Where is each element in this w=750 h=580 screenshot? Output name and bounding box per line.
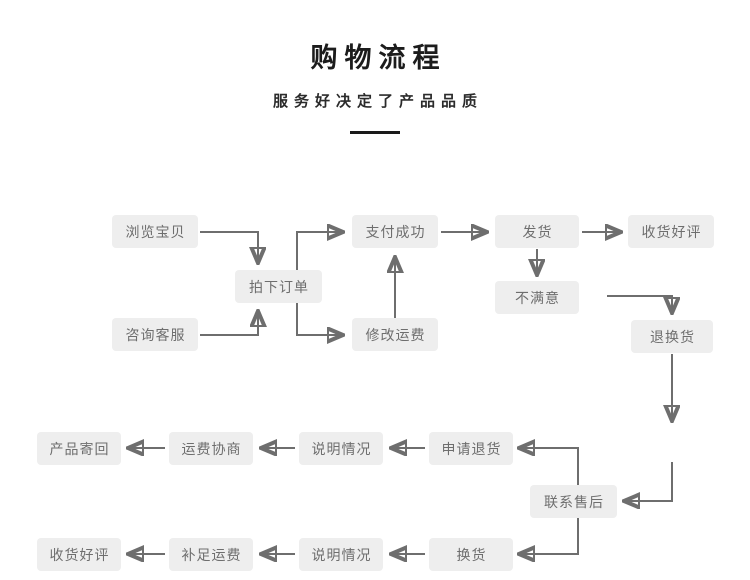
- node-return-or-exchange[interactable]: 退换货: [631, 320, 713, 353]
- node-consult[interactable]: 咨询客服: [112, 318, 198, 351]
- node-browse[interactable]: 浏览宝贝: [112, 215, 198, 248]
- edge-order-to-modifyfee: [296, 303, 342, 335]
- node-place-order[interactable]: 拍下订单: [235, 270, 322, 303]
- node-good-review-top[interactable]: 收货好评: [628, 215, 714, 248]
- node-send-product-back[interactable]: 产品寄回: [37, 432, 121, 465]
- edge-returnchange-to-aftersales: [625, 462, 673, 501]
- page-subtitle: 服务好决定了产品品质: [272, 93, 483, 110]
- edge-consult-to-order: [200, 312, 258, 336]
- node-apply-return[interactable]: 申请退货: [429, 432, 513, 465]
- page-title: 购物流程: [310, 43, 447, 73]
- node-modify-shipping-fee[interactable]: 修改运费: [352, 318, 438, 351]
- node-good-review-bottom[interactable]: 收货好评: [37, 538, 121, 571]
- node-explain-situation-return[interactable]: 说明情况: [299, 432, 383, 465]
- node-shipping-fee-negotiation[interactable]: 运费协商: [169, 432, 253, 465]
- edge-dissatisfied-to-returnchange: [607, 295, 672, 312]
- node-shipped[interactable]: 发货: [495, 215, 579, 248]
- node-explain-situation-exchange[interactable]: 说明情况: [299, 538, 383, 571]
- edge-aftersales-to-exchange: [520, 517, 579, 554]
- edge-browse-to-order: [200, 231, 258, 262]
- node-pay-success[interactable]: 支付成功: [352, 215, 438, 248]
- title-divider: [350, 131, 400, 134]
- node-add-shipping-fee[interactable]: 补足运费: [169, 538, 253, 571]
- node-contact-after-sales[interactable]: 联系售后: [530, 485, 617, 518]
- edge-aftersales-to-applyreturn: [520, 448, 579, 485]
- node-dissatisfied[interactable]: 不满意: [495, 281, 579, 314]
- node-exchange[interactable]: 换货: [429, 538, 513, 571]
- edge-order-to-pay: [296, 232, 342, 270]
